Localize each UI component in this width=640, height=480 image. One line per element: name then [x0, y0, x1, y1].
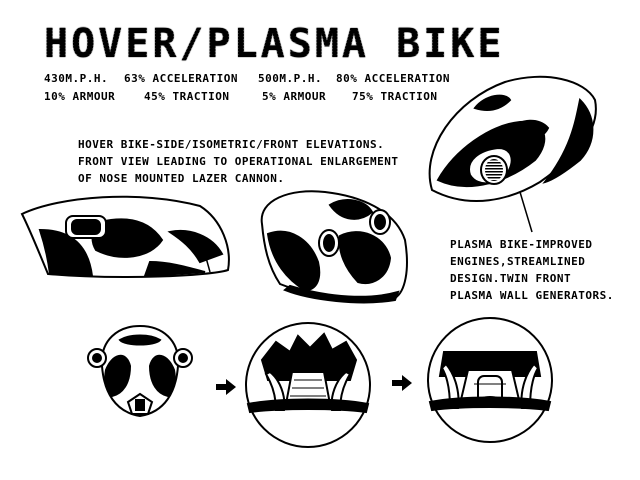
plasma-speed-stat: 500M.P.H. [258, 72, 323, 85]
plasma-note-line: PLASMA WALL GENERATORS. [450, 289, 614, 302]
hover-bike-side-view [20, 195, 230, 278]
plasma-traction-stat: 75% TRACTION [352, 90, 438, 103]
arrow-right-icon [216, 379, 236, 395]
plasma-note-line: ENGINES,STREAMLINED [450, 255, 586, 268]
hover-armour-stat: 10% ARMOUR [44, 90, 116, 103]
page-title: HOVER/PLASMA BIKE [44, 21, 505, 67]
cannon-enlargement-view-2 [427, 317, 553, 443]
hover-speed-stat: 430M.P.H. [44, 72, 109, 85]
arrow-right-icon [392, 375, 412, 391]
plasma-note-line: DESIGN.TWIN FRONT [450, 272, 572, 285]
hover-bike-note: HOVER BIKE-SIDE/ISOMETRIC/FRONT ELEVATIO… [78, 136, 399, 187]
plasma-armour-stat: 5% ARMOUR [262, 90, 327, 103]
cannon-enlargement-view-1 [245, 322, 371, 448]
plasma-acceleration-stat: 80% ACCELERATION [336, 72, 450, 85]
hover-acceleration-stat: 63% ACCELERATION [124, 72, 238, 85]
hover-note-line: OF NOSE MOUNTED LAZER CANNON. [78, 172, 285, 185]
hover-bike-isometric-view [260, 190, 408, 304]
hover-traction-stat: 45% TRACTION [144, 90, 230, 103]
hover-note-line: FRONT VIEW LEADING TO OPERATIONAL ENLARG… [78, 155, 399, 168]
plasma-bike-note: PLASMA BIKE-IMPROVED ENGINES,STREAMLINED… [450, 236, 614, 304]
plasma-note-line: PLASMA BIKE-IMPROVED [450, 238, 593, 251]
hover-note-line: HOVER BIKE-SIDE/ISOMETRIC/FRONT ELEVATIO… [78, 138, 385, 151]
plasma-bike-drawing [428, 75, 597, 233]
hover-bike-front-view [87, 324, 193, 418]
